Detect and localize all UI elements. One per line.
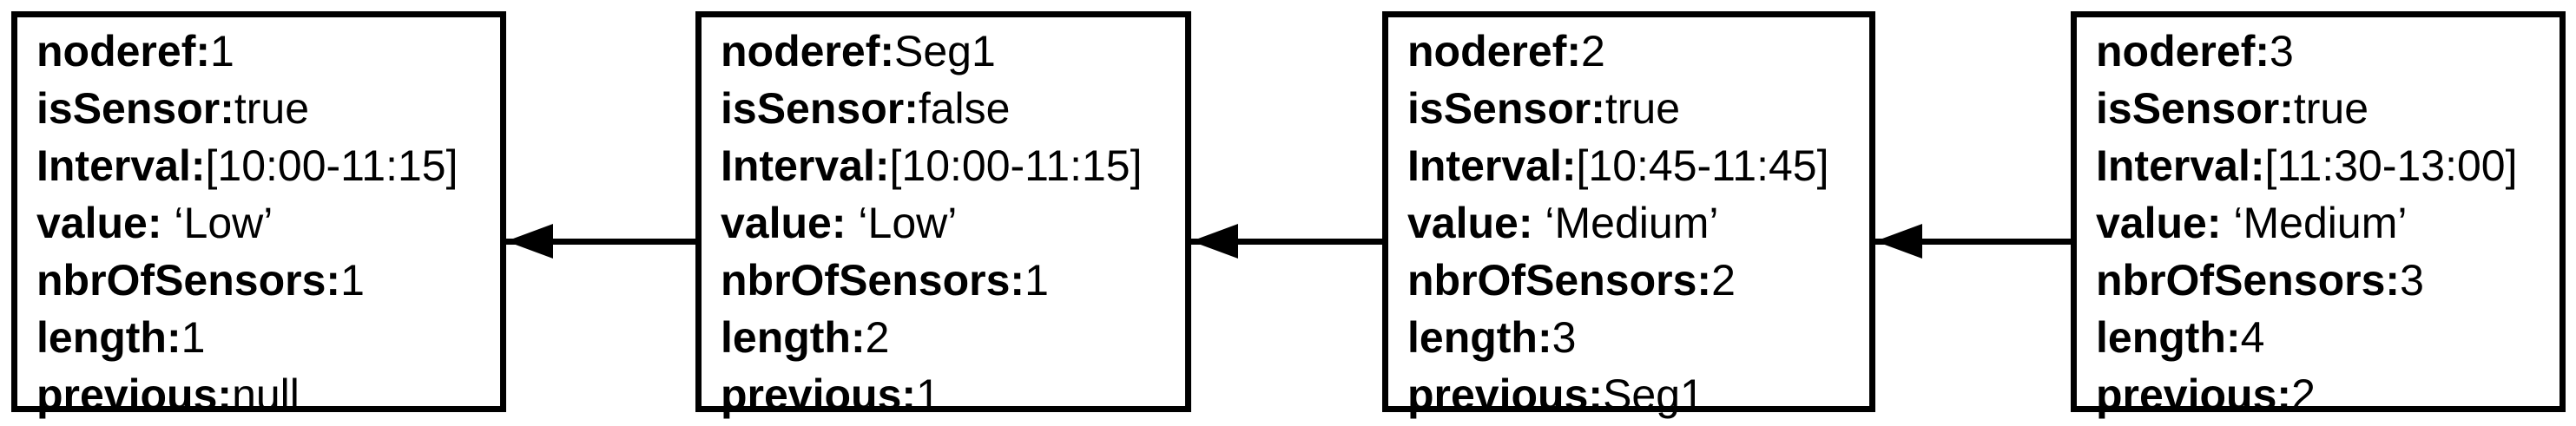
field-value: Seg1 bbox=[894, 27, 996, 75]
field-value: 2 bbox=[1711, 256, 1736, 305]
field-key: length: bbox=[36, 313, 181, 362]
field-key: Interval: bbox=[721, 141, 890, 190]
field-value: [10:45-11:45] bbox=[1576, 141, 1829, 190]
field-row: nbrOfSensors:3 bbox=[2096, 252, 2556, 309]
field-value: 2 bbox=[865, 313, 890, 362]
field-row: length:1 bbox=[36, 309, 497, 366]
field-row: previous:1 bbox=[721, 366, 1182, 423]
field-value: ‘Low’ bbox=[858, 199, 958, 247]
field-row: length:3 bbox=[1407, 309, 1866, 366]
field-value: ‘Low’ bbox=[174, 199, 273, 247]
field-row: Interval:[10:45-11:45] bbox=[1407, 137, 1866, 194]
field-key: length: bbox=[2096, 313, 2241, 362]
field-key: isSensor: bbox=[36, 84, 234, 133]
field-key: noderef: bbox=[1407, 27, 1581, 75]
field-row: nbrOfSensors:1 bbox=[721, 252, 1182, 309]
field-value: [10:00-11:15] bbox=[889, 141, 1143, 190]
field-value: ‘Medium’ bbox=[2233, 199, 2408, 247]
field-key: Interval: bbox=[2096, 141, 2265, 190]
field-value: [11:30-13:00] bbox=[2264, 141, 2518, 190]
field-row: noderef:2 bbox=[1407, 23, 1866, 80]
field-value: 1 bbox=[916, 370, 940, 419]
field-row: noderef:1 bbox=[36, 23, 497, 80]
field-key: previous: bbox=[721, 370, 917, 419]
field-row: noderef:3 bbox=[2096, 23, 2556, 80]
connector-line bbox=[506, 239, 695, 245]
field-key: value: bbox=[721, 199, 859, 247]
field-key: nbrOfSensors: bbox=[36, 256, 341, 305]
field-row: value: ‘Medium’ bbox=[1407, 194, 1866, 252]
field-row: isSensor:false bbox=[721, 80, 1182, 137]
field-value: null bbox=[232, 370, 300, 419]
field-key: previous: bbox=[2096, 370, 2292, 419]
field-key: previous: bbox=[36, 370, 233, 419]
arrow-head-left-icon bbox=[1191, 224, 1238, 259]
field-value: 1 bbox=[210, 27, 234, 75]
field-key: value: bbox=[2096, 199, 2234, 247]
field-row: length:2 bbox=[721, 309, 1182, 366]
field-value: 3 bbox=[2270, 27, 2294, 75]
field-row: isSensor:true bbox=[36, 80, 497, 137]
field-row: length:4 bbox=[2096, 309, 2556, 366]
connector-line bbox=[1875, 239, 2071, 245]
field-key: value: bbox=[1407, 199, 1545, 247]
field-row: noderef:Seg1 bbox=[721, 23, 1182, 80]
field-value: 1 bbox=[340, 256, 365, 305]
field-value: 3 bbox=[1552, 313, 1577, 362]
field-key: nbrOfSensors: bbox=[1407, 256, 1712, 305]
field-row: previous:null bbox=[36, 366, 497, 423]
field-value: 4 bbox=[2240, 313, 2265, 362]
arrow-head-left-icon bbox=[506, 224, 553, 259]
field-value: ‘Medium’ bbox=[1545, 199, 1719, 247]
field-key: isSensor: bbox=[1407, 84, 1605, 133]
field-row: nbrOfSensors:2 bbox=[1407, 252, 1866, 309]
field-key: noderef: bbox=[2096, 27, 2270, 75]
field-key: previous: bbox=[1407, 370, 1604, 419]
field-row: Interval:[10:00-11:15] bbox=[721, 137, 1182, 194]
field-row: previous:2 bbox=[2096, 366, 2556, 423]
field-row: isSensor:true bbox=[1407, 80, 1866, 137]
field-value: 2 bbox=[2291, 370, 2316, 419]
field-key: length: bbox=[1407, 313, 1552, 362]
field-value: true bbox=[2293, 84, 2369, 133]
field-row: value: ‘Medium’ bbox=[2096, 194, 2556, 252]
connector-line bbox=[1191, 239, 1382, 245]
field-key: length: bbox=[721, 313, 866, 362]
arrow-head-left-icon bbox=[1875, 224, 1922, 259]
field-value: false bbox=[918, 84, 1011, 133]
field-key: nbrOfSensors: bbox=[2096, 256, 2401, 305]
field-key: isSensor: bbox=[2096, 84, 2294, 133]
field-row: isSensor:true bbox=[2096, 80, 2556, 137]
field-row: previous:Seg1 bbox=[1407, 366, 1866, 423]
field-row: nbrOfSensors:1 bbox=[36, 252, 497, 309]
field-key: Interval: bbox=[1407, 141, 1577, 190]
field-row: Interval:[10:00-11:15] bbox=[36, 137, 497, 194]
field-value: true bbox=[1604, 84, 1681, 133]
field-key: noderef: bbox=[36, 27, 210, 75]
field-key: value: bbox=[36, 199, 175, 247]
field-key: nbrOfSensors: bbox=[721, 256, 1025, 305]
field-value: 1 bbox=[1024, 256, 1049, 305]
field-value: Seg1 bbox=[1603, 370, 1704, 419]
field-value: 1 bbox=[181, 313, 206, 362]
field-value: 3 bbox=[2400, 256, 2424, 305]
field-row: value: ‘Low’ bbox=[721, 194, 1182, 252]
field-row: Interval:[11:30-13:00] bbox=[2096, 137, 2556, 194]
field-value: [10:00-11:15] bbox=[205, 141, 458, 190]
field-key: noderef: bbox=[721, 27, 894, 75]
field-value: 2 bbox=[1581, 27, 1605, 75]
field-key: Interval: bbox=[36, 141, 206, 190]
field-key: isSensor: bbox=[721, 84, 919, 133]
field-row: value: ‘Low’ bbox=[36, 194, 497, 252]
field-value: true bbox=[234, 84, 310, 133]
